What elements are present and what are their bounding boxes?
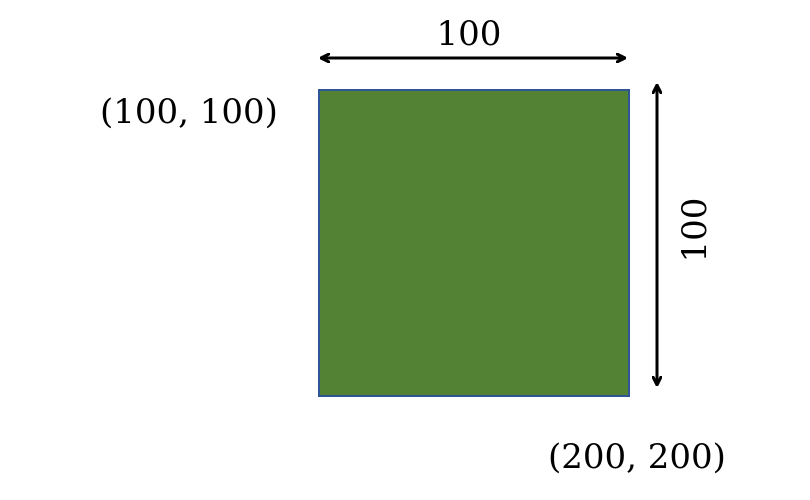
top-left-coordinate-label: (100, 100) bbox=[100, 92, 278, 132]
square-shape bbox=[318, 89, 630, 397]
height-label: 100 bbox=[675, 198, 715, 263]
bottom-right-coordinate-label: (200, 200) bbox=[548, 437, 726, 477]
width-label: 100 bbox=[437, 14, 502, 54]
